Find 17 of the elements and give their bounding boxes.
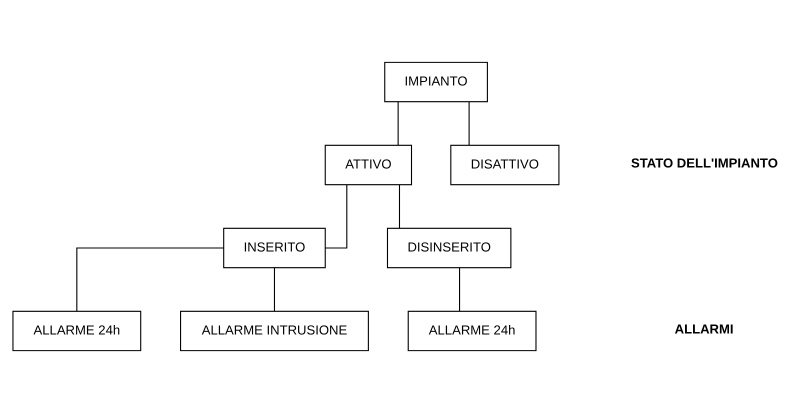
node-box: DISATTIVO <box>450 144 560 185</box>
node-box: ATTIVO <box>324 144 412 185</box>
connector <box>459 267 460 311</box>
node-box: INSERITO <box>223 227 326 268</box>
label: STATO DELL'IMPIANTO <box>630 154 778 170</box>
connector <box>76 246 224 311</box>
node-box: ALLARME 24h <box>12 310 142 351</box>
connector <box>326 184 348 248</box>
node-box: DISINSERITO <box>386 227 512 268</box>
connector <box>274 267 276 311</box>
connector <box>398 184 400 228</box>
node-box: ALLARME INTRUSIONE <box>180 310 369 351</box>
connector <box>398 101 399 145</box>
connector <box>468 101 470 145</box>
node-box: ALLARME 24h <box>408 310 537 351</box>
node-box: IMPIANTO <box>384 61 488 102</box>
label: ALLARMI <box>674 320 734 336</box>
